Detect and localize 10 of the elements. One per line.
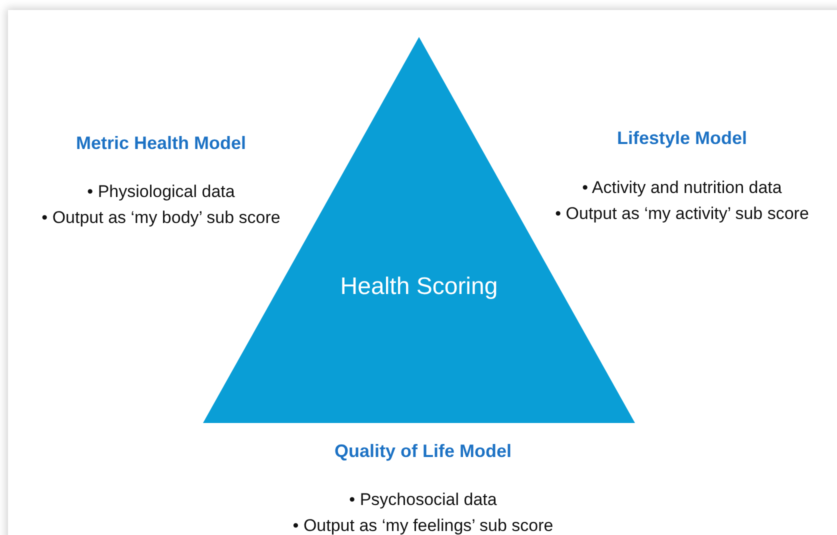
model-heading: Lifestyle Model — [616, 128, 748, 148]
center-title: Health Scoring — [340, 273, 498, 301]
bullet-text: • Output as ‘my body’ sub score — [42, 208, 280, 228]
model-heading: Quality of Life Model — [334, 441, 512, 461]
bullet-text: • Psychosocial data — [349, 490, 497, 510]
bullet-text: • Physiological data — [87, 182, 235, 202]
model-heading: Metric Health Model — [76, 133, 246, 153]
bullet-text: • Output as ‘my feelings’ sub score — [292, 516, 554, 535]
bullet-text: • Output as ‘my activity’ sub score — [555, 204, 809, 224]
bullet-text: • Activity and nutrition data — [582, 178, 782, 198]
